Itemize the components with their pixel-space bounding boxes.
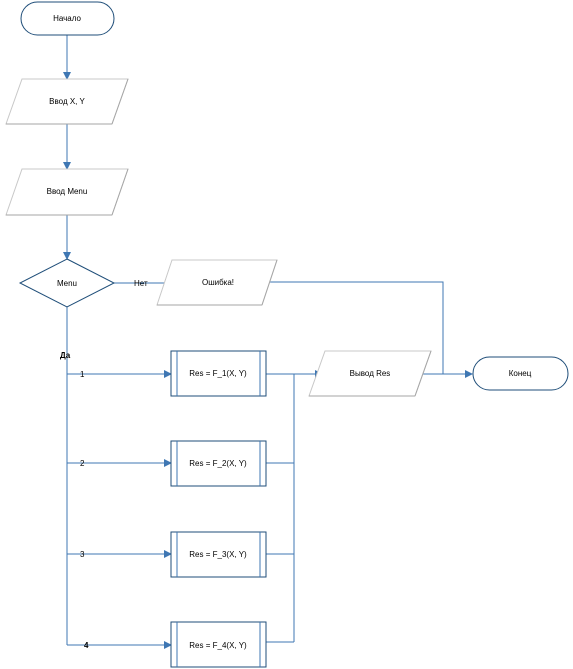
edge-label-case-1: 1 <box>80 370 85 379</box>
node-f3-label: Res = F_3(X, Y) <box>189 550 247 559</box>
node-output: Вывод Res <box>308 350 432 397</box>
node-f2: Res = F_2(X, Y) <box>170 440 267 487</box>
node-f1-label: Res = F_1(X, Y) <box>189 369 247 378</box>
node-error: Ошибка! <box>156 259 278 306</box>
edge-label-yes: Да <box>60 351 71 360</box>
edge-error-to-end <box>266 281 444 374</box>
edge-label-case-3: 3 <box>80 550 85 559</box>
node-end-label: Конец <box>509 369 532 378</box>
node-end: Конец <box>472 356 569 391</box>
node-start-label: Начало <box>53 14 81 23</box>
node-f4: Res = F_4(X, Y) <box>170 621 267 668</box>
node-f4-label: Res = F_4(X, Y) <box>189 641 247 650</box>
node-input-menu-label: Ввод Menu <box>47 187 88 196</box>
edge-label-no: Нет <box>134 279 148 288</box>
node-start: Начало <box>20 1 115 36</box>
node-input-xy-label: Ввод X, Y <box>49 97 85 106</box>
node-output-label: Вывод Res <box>350 369 391 378</box>
edge-label-case-4: 4 <box>84 641 89 650</box>
node-f2-label: Res = F_2(X, Y) <box>189 459 247 468</box>
node-f1: Res = F_1(X, Y) <box>170 350 267 397</box>
connectors <box>63 35 473 649</box>
node-input-menu: Ввод Menu <box>5 168 129 216</box>
node-input-xy: Ввод X, Y <box>5 78 129 125</box>
node-decision-label: Menu <box>57 279 77 288</box>
node-error-label: Ошибка! <box>202 278 234 287</box>
edge-labels: Нет Да 1 2 3 4 <box>60 279 148 650</box>
node-decision: Menu <box>18 258 116 308</box>
edge-label-case-2: 2 <box>80 459 85 468</box>
node-f3: Res = F_3(X, Y) <box>170 531 267 578</box>
